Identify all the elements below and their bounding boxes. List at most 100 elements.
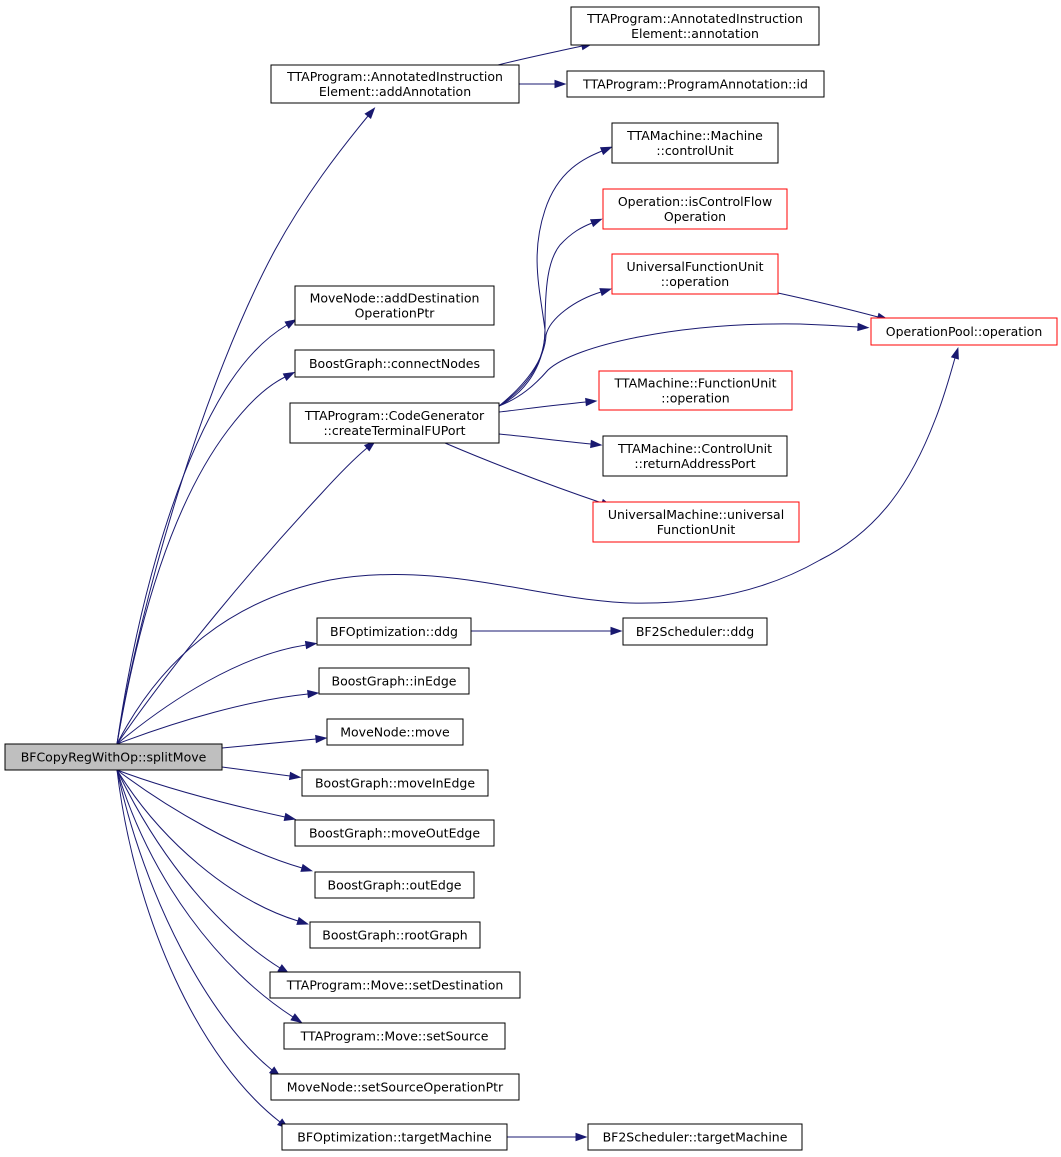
node-ufu-operation[interactable]: UniversalFunctionUnit::operation xyxy=(611,253,779,295)
edge-line xyxy=(498,222,593,407)
node-label: BoostGraph::connectNodes xyxy=(309,356,480,371)
edge-create-terminal-fu-port-to-return-address-port xyxy=(498,433,603,449)
node-add-annotation[interactable]: TTAProgram::AnnotatedInstructionElement:… xyxy=(270,64,520,104)
edge-line xyxy=(116,644,307,745)
node-box xyxy=(309,921,481,949)
node-out-edge[interactable]: BoostGraph::outEdge xyxy=(314,871,475,899)
edge-ufu-operation-to-op-pool-operation xyxy=(777,292,890,321)
edge-line xyxy=(116,769,281,1123)
node-box xyxy=(611,122,779,164)
node-box xyxy=(598,370,793,411)
node-node-move[interactable]: MoveNode::move xyxy=(326,718,464,746)
edge-line xyxy=(444,442,603,504)
node-box xyxy=(314,871,475,899)
node-label: BF2Scheduler::ddg xyxy=(636,624,754,639)
node-box xyxy=(289,402,500,444)
edge-line xyxy=(116,769,273,1071)
edge-bfopt-ddg-to-bf2-ddg xyxy=(471,626,623,636)
node-set-source-op-ptr[interactable]: MoveNode::setSourceOperationPtr xyxy=(270,1073,520,1101)
node-annotation-id[interactable]: TTAProgram::ProgramAnnotation::id xyxy=(566,70,825,98)
edge-split-move-to-node-move xyxy=(221,734,328,749)
edge-arrowhead xyxy=(589,218,603,228)
node-return-address-port[interactable]: TTAMachine::ControlUnit::returnAddressPo… xyxy=(602,435,788,477)
node-label: BoostGraph::inEdge xyxy=(332,674,457,689)
node-box xyxy=(294,819,495,847)
node-box xyxy=(326,718,464,746)
node-label: TTAProgram::Move::setDestination xyxy=(286,978,504,993)
edge-create-terminal-fu-port-to-ufu-operation xyxy=(498,288,613,407)
node-label: ::createTerminalFUPort xyxy=(323,423,465,438)
nodes-layer: BFCopyRegWithOp::splitMove TTAProgram::An… xyxy=(4,6,1058,1151)
node-fu-operation[interactable]: TTAMachine::FunctionUnit::operation xyxy=(598,370,793,411)
node-bfopt-target-machine[interactable]: BFOptimization::targetMachine xyxy=(281,1123,508,1151)
node-box xyxy=(622,617,768,646)
edge-line xyxy=(116,769,299,922)
edge-arrowhead xyxy=(575,1132,588,1142)
node-connect-nodes[interactable]: BoostGraph::connectNodes xyxy=(294,349,495,378)
edge-line xyxy=(116,376,286,745)
node-label: MoveNode::addDestination xyxy=(310,291,480,306)
node-label: UniversalFunctionUnit xyxy=(626,259,763,274)
edge-line xyxy=(116,769,303,869)
edge-arrowhead xyxy=(610,626,623,636)
edge-arrowhead xyxy=(300,863,314,872)
node-box xyxy=(270,64,520,104)
node-label: UniversalMachine::universal xyxy=(608,507,784,522)
edge-arrowhead xyxy=(590,439,603,449)
node-move-out-edge[interactable]: BoostGraph::moveOutEdge xyxy=(294,819,495,847)
edge-arrowhead xyxy=(585,397,598,407)
node-box xyxy=(602,188,788,230)
edge-arrowhead xyxy=(288,771,302,781)
node-label: TTAProgram::AnnotatedInstruction xyxy=(586,11,803,26)
edge-line xyxy=(497,45,583,66)
node-create-terminal-fu-port[interactable]: TTAProgram::CodeGenerator::createTermina… xyxy=(289,402,500,444)
edge-arrowhead xyxy=(950,346,959,360)
edge-split-move-to-op-pool-operation xyxy=(116,346,959,745)
node-bfopt-ddg[interactable]: BFOptimization::ddg xyxy=(316,617,472,646)
node-root-graph[interactable]: BoostGraph::rootGraph xyxy=(309,921,481,949)
node-bf2-ddg[interactable]: BF2Scheduler::ddg xyxy=(622,617,768,646)
edge-arrowhead xyxy=(283,812,297,822)
node-in-edge[interactable]: BoostGraph::inEdge xyxy=(318,667,470,695)
node-box xyxy=(270,1073,520,1101)
edge-arrowhead xyxy=(290,1013,303,1024)
node-label: Element::addAnnotation xyxy=(319,84,471,99)
node-annotation[interactable]: TTAProgram::AnnotatedInstructionElement:… xyxy=(570,6,820,46)
node-op-pool-operation[interactable]: OperationPool::operation xyxy=(870,317,1058,346)
edge-split-move-to-root-graph xyxy=(116,769,310,925)
edge-arrowhead xyxy=(364,107,376,120)
edge-arrowhead xyxy=(599,146,613,156)
node-label: BF2Scheduler::targetMachine xyxy=(603,1130,788,1145)
edge-line xyxy=(221,738,317,749)
node-label: BoostGraph::moveInEdge xyxy=(315,776,475,791)
edge-line xyxy=(221,766,291,777)
edge-line xyxy=(116,693,309,745)
node-label: ::controlUnit xyxy=(656,143,733,158)
node-box xyxy=(281,1123,508,1151)
edge-arrowhead xyxy=(296,916,310,925)
edge-arrowhead xyxy=(857,322,870,332)
node-box xyxy=(283,1022,506,1050)
node-bf2-target-machine[interactable]: BF2Scheduler::targetMachine xyxy=(587,1123,803,1151)
node-label: MoveNode::setSourceOperationPtr xyxy=(287,1080,504,1095)
node-move-in-edge[interactable]: BoostGraph::moveInEdge xyxy=(301,769,489,797)
edge-line xyxy=(116,769,286,818)
node-control-unit[interactable]: TTAMachine::Machine::controlUnit xyxy=(611,122,779,164)
edge-split-move-to-set-destination xyxy=(116,769,290,975)
node-label: MoveNode::move xyxy=(340,725,450,740)
node-split-move[interactable]: BFCopyRegWithOp::splitMove xyxy=(4,743,223,771)
edge-line xyxy=(498,401,587,413)
edge-create-terminal-fu-port-to-universal-fu xyxy=(444,442,613,507)
edge-line xyxy=(116,115,369,745)
edge-line xyxy=(116,769,294,1018)
edge-split-move-to-bfopt-target-machine xyxy=(116,769,290,1130)
edges-layer xyxy=(116,42,959,1142)
node-set-destination[interactable]: TTAProgram::Move::setDestination xyxy=(269,971,521,999)
node-set-source[interactable]: TTAProgram::Move::setSource xyxy=(283,1022,506,1050)
node-label: BoostGraph::outEdge xyxy=(328,878,462,893)
node-label: BoostGraph::rootGraph xyxy=(322,928,467,943)
